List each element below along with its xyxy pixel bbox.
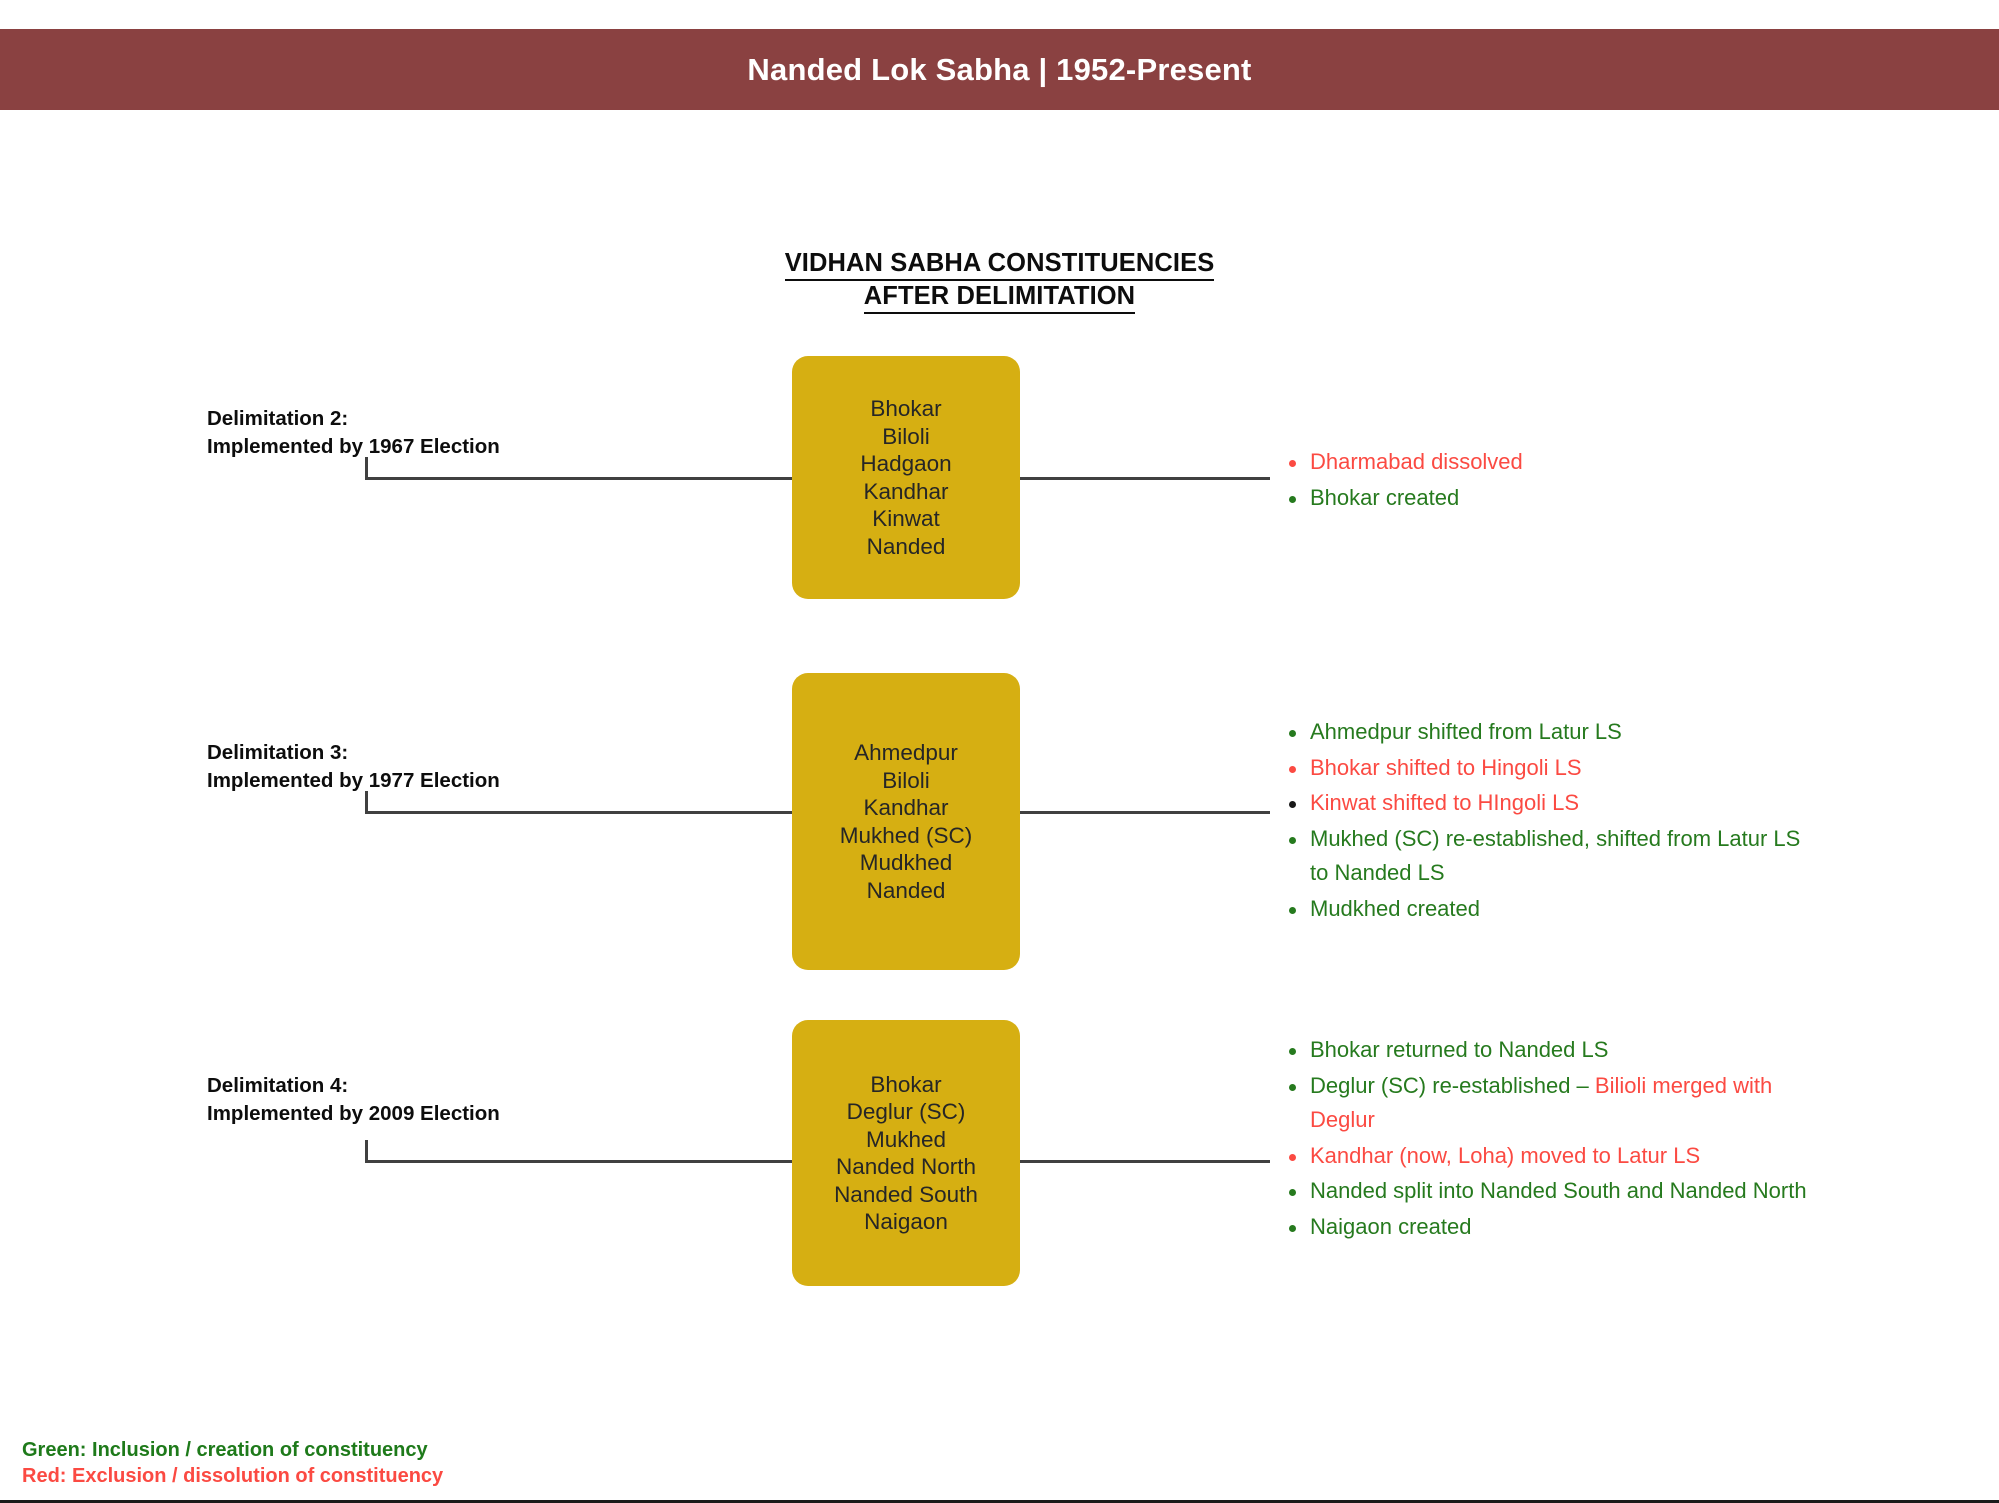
constituency-item: Bhokar bbox=[870, 1071, 942, 1097]
delimitation-label-2: Delimitation 3: Implemented by 1977 Elec… bbox=[207, 739, 500, 795]
bullet-dot-icon bbox=[1289, 801, 1296, 808]
change-item: Mudkhed created bbox=[1283, 892, 1815, 927]
connector-left-horizontal-2 bbox=[365, 811, 794, 814]
bullet-dot-icon bbox=[1289, 906, 1296, 914]
change-text: Mudkhed created bbox=[1310, 895, 1480, 921]
connector-right-horizontal-1 bbox=[1018, 477, 1270, 480]
constituency-item: Nanded bbox=[866, 533, 946, 559]
connector-left-horizontal-3 bbox=[365, 1160, 794, 1163]
bullet-dot-icon bbox=[1289, 1153, 1296, 1161]
change-text: Ahmedpur shifted from Latur LS bbox=[1310, 719, 1622, 744]
bottom-divider bbox=[0, 1500, 1999, 1503]
constituency-item: Mukhed bbox=[865, 1126, 947, 1152]
delimitation-label-1: Delimitation 2: Implemented by 1967 Elec… bbox=[207, 405, 500, 461]
change-item: Kinwat shifted to HIngoli LS bbox=[1283, 786, 1815, 821]
connector-left-vertical-3 bbox=[365, 1140, 368, 1162]
change-item: Kandhar (now, Loha) moved to Latur LS bbox=[1283, 1139, 1815, 1174]
constituency-item: Biloli bbox=[882, 767, 930, 793]
constituency-item: Naigaon bbox=[864, 1209, 948, 1234]
constituency-box-1: Bhokar Biloli Hadgaon Kandhar Kinwat Nan… bbox=[792, 356, 1020, 599]
change-item: Bhokar returned to Nanded LS bbox=[1283, 1033, 1815, 1068]
legend-green-line: Green: Inclusion / creation of constitue… bbox=[22, 1439, 428, 1461]
change-text: Bhokar shifted to Hingoli LS bbox=[1310, 754, 1582, 780]
change-text: Deglur (SC) re-established – bbox=[1310, 1072, 1595, 1098]
constituency-item: Nanded bbox=[866, 877, 946, 903]
constituency-item: Kinwat bbox=[872, 506, 940, 531]
constituency-box-2: Ahmedpur Biloli Kandhar Mukhed (SC) Mudk… bbox=[792, 673, 1020, 970]
change-text: Kinwat shifted to HIngoli LS bbox=[1310, 790, 1580, 815]
constituency-item: Bhokar bbox=[870, 396, 942, 421]
constituency-item: Kandhar bbox=[863, 795, 949, 820]
change-text: Naigaon created bbox=[1310, 1213, 1472, 1239]
bullet-dot-icon bbox=[1289, 1224, 1296, 1232]
change-item: Nanded split into Nanded South and Nande… bbox=[1283, 1174, 1815, 1209]
page-title: Nanded Lok Sabha | 1952-Present bbox=[747, 51, 1252, 87]
connector-right-horizontal-3 bbox=[1018, 1160, 1270, 1163]
constituency-item: Nanded North bbox=[835, 1154, 977, 1179]
header-banner: Nanded Lok Sabha | 1952-Present bbox=[0, 29, 1999, 110]
change-text: Bhokar created bbox=[1310, 484, 1460, 510]
delimitation-label-3: Delimitation 4: Implemented by 2009 Elec… bbox=[207, 1072, 500, 1128]
change-text: Dharmabad dissolved bbox=[1310, 449, 1523, 474]
delimitation-label-1-line-2: Implemented by 1967 Election bbox=[207, 435, 500, 458]
change-text: Bhokar returned to Nanded LS bbox=[1310, 1037, 1609, 1062]
change-item: Deglur (SC) re-established – Bilioli mer… bbox=[1283, 1069, 1815, 1138]
constituency-item: Kandhar bbox=[863, 478, 949, 504]
bullet-dot-icon bbox=[1289, 1083, 1296, 1091]
delimitation-label-1-line-1: Delimitation 2: bbox=[207, 407, 349, 430]
bullet-dot-icon bbox=[1289, 495, 1296, 503]
bullet-dot-icon bbox=[1289, 460, 1296, 467]
delimitation-label-3-line-2: Implemented by 2009 Election bbox=[207, 1102, 500, 1125]
constituency-item: Mudkhed bbox=[859, 850, 953, 875]
change-item: Ahmedpur shifted from Latur LS bbox=[1283, 715, 1815, 750]
change-text: Kandhar (now, Loha) moved to Latur LS bbox=[1310, 1142, 1701, 1168]
constituency-item: Ahmedpur bbox=[854, 740, 958, 765]
section-heading: VIDHAN SABHA CONSTITUENCIES AFTER DELIMI… bbox=[0, 248, 1999, 314]
change-item: Dharmabad dissolved bbox=[1283, 445, 1523, 480]
change-list-3: Bhokar returned to Nanded LS Deglur (SC)… bbox=[1283, 1033, 1815, 1245]
change-text: Mukhed (SC) re-established, shifted from… bbox=[1310, 825, 1801, 886]
change-text: Nanded split into Nanded South and Nande… bbox=[1310, 1178, 1807, 1203]
delimitation-label-2-line-2: Implemented by 1977 Election bbox=[207, 769, 500, 792]
connector-right-horizontal-2 bbox=[1018, 811, 1270, 814]
delimitation-label-2-line-1: Delimitation 3: bbox=[207, 741, 349, 764]
constituency-item: Nanded South bbox=[834, 1181, 978, 1207]
bullet-dot-icon bbox=[1289, 1048, 1296, 1055]
constituency-item: Deglur (SC) bbox=[846, 1099, 966, 1124]
constituency-item: Biloli bbox=[882, 423, 930, 449]
bullet-dot-icon bbox=[1289, 1189, 1296, 1196]
legend-red-line: Red: Exclusion / dissolution of constitu… bbox=[22, 1465, 444, 1487]
change-item: Mukhed (SC) re-established, shifted from… bbox=[1283, 822, 1815, 891]
connector-left-horizontal-1 bbox=[365, 477, 794, 480]
change-list-1: Dharmabad dissolved Bhokar created bbox=[1283, 445, 1523, 516]
change-item: Bhokar created bbox=[1283, 481, 1523, 516]
change-text-secondary: Bilioli merged with Deglur bbox=[1310, 1072, 1773, 1133]
change-item: Bhokar shifted to Hingoli LS bbox=[1283, 751, 1815, 786]
constituency-item: Hadgaon bbox=[860, 451, 952, 476]
section-heading-line-2: AFTER DELIMITATION bbox=[863, 281, 1136, 314]
constituency-box-3: Bhokar Deglur (SC) Mukhed Nanded North N… bbox=[792, 1020, 1020, 1286]
constituency-item: Mukhed (SC) bbox=[839, 822, 973, 848]
delimitation-label-3-line-1: Delimitation 4: bbox=[207, 1074, 349, 1097]
connector-left-vertical-2 bbox=[365, 791, 368, 813]
bullet-dot-icon bbox=[1289, 730, 1296, 737]
change-list-2: Ahmedpur shifted from Latur LS Bhokar sh… bbox=[1283, 715, 1815, 927]
legend: Green: Inclusion / creation of constitue… bbox=[22, 1437, 443, 1489]
bullet-dot-icon bbox=[1289, 836, 1296, 844]
change-item: Naigaon created bbox=[1283, 1210, 1815, 1245]
bullet-dot-icon bbox=[1289, 765, 1296, 773]
connector-left-vertical-1 bbox=[365, 457, 368, 479]
section-heading-line-1: VIDHAN SABHA CONSTITUENCIES bbox=[784, 248, 1215, 281]
